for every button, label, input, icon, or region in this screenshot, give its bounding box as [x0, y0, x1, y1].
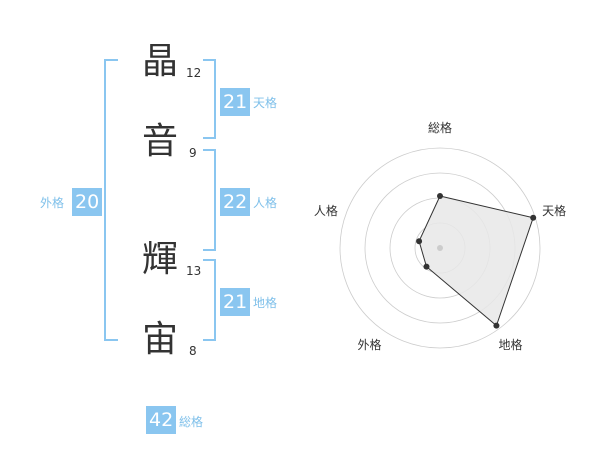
radar-axis-label-4: 外格 [357, 338, 382, 353]
soukaku-badge: 42 [146, 406, 177, 434]
jinkaku-badge: 22 [220, 188, 251, 216]
chikaku-label: 地格 [253, 296, 278, 310]
stroke-count-1: 12 [186, 66, 202, 80]
chikaku-bracket [203, 259, 216, 341]
radar-center-dot [437, 245, 443, 251]
stroke-count-2: 9 [189, 146, 197, 160]
radar-point-5 [416, 238, 423, 245]
soukaku-label: 総格 [179, 415, 204, 429]
tenkaku-label: 天格 [253, 96, 278, 110]
radar-point-4 [423, 263, 430, 270]
tenkaku-badge: 21 [220, 88, 251, 116]
jinkaku-bracket [203, 149, 216, 251]
radar-area [418, 195, 534, 327]
gaikaku-badge: 20 [72, 188, 103, 216]
name-char-4: 宙 [141, 319, 178, 360]
radar-axis-label-5: 人格 [313, 203, 338, 218]
jinkaku-label: 人格 [253, 196, 278, 210]
radar-point-1 [437, 193, 443, 199]
radar-point-3 [493, 322, 500, 329]
radar-axis-label-1: 総格 [428, 121, 453, 135]
radar-axis-label-2: 天格 [542, 203, 567, 218]
radar-ring [339, 147, 541, 349]
radar-axis-label-3: 地格 [498, 338, 523, 353]
name-char-2: 音 [141, 121, 178, 162]
stroke-count-3: 13 [186, 264, 202, 278]
tenkaku-bracket [203, 59, 216, 139]
gaikaku-label: 外格 [40, 196, 65, 210]
radar-point-2 [530, 214, 537, 221]
name-char-1: 晶 [141, 41, 178, 82]
chikaku-badge: 21 [220, 288, 251, 316]
gaikaku-bracket [104, 59, 118, 341]
stroke-count-4: 8 [189, 344, 197, 358]
name-char-3: 輝 [141, 239, 178, 280]
